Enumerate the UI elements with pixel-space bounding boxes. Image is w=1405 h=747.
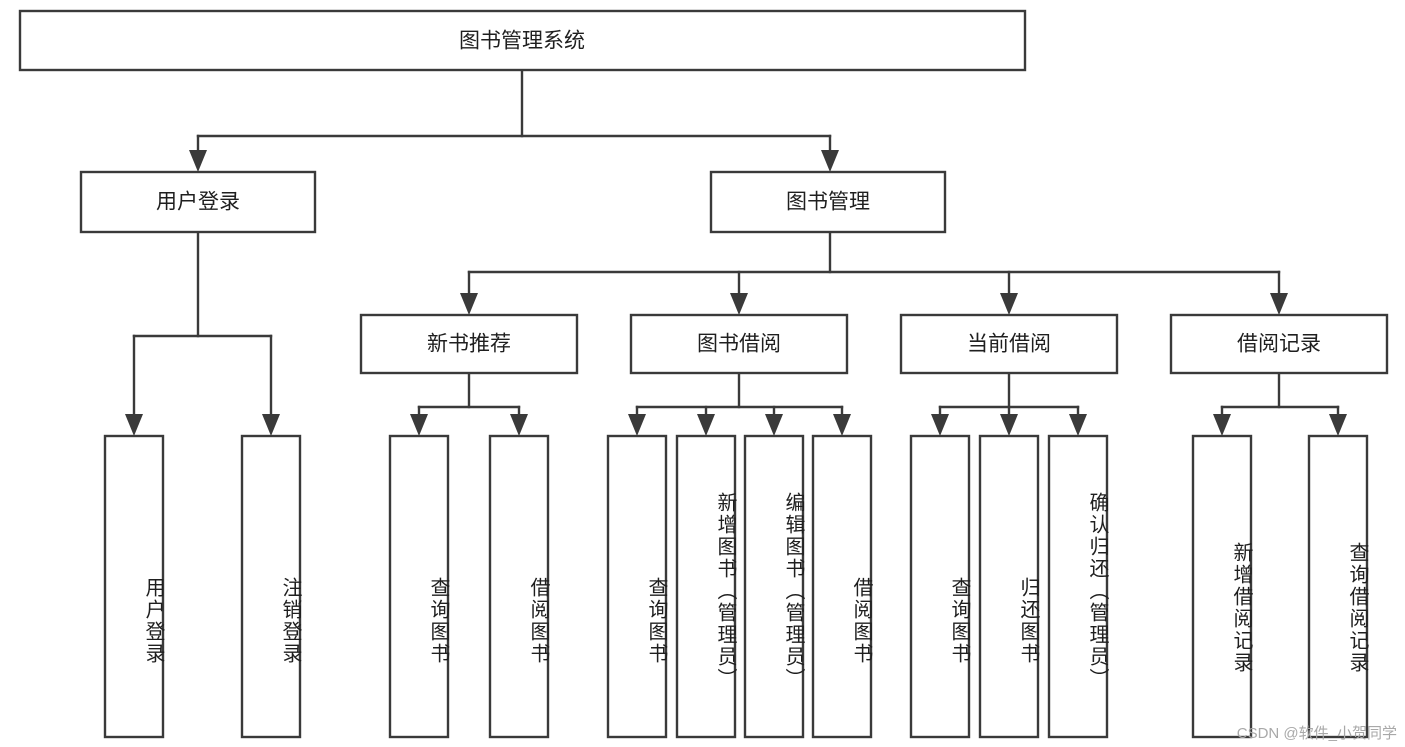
node-leaf-query-book-2[interactable]: [606, 434, 668, 739]
node-user-login-label: 用户登录: [156, 191, 240, 214]
node-book-manage-label: 图书管理: [786, 191, 870, 214]
arrowhead-leaf-add-record: [1213, 414, 1231, 436]
arrowhead-new-book-rec: [460, 293, 478, 315]
arrowhead-leaf-borrow-book-1: [510, 414, 528, 436]
arrowhead-leaf-edit-book: [765, 414, 783, 436]
node-leaf-return-book[interactable]: [978, 434, 1040, 739]
node-current-borrow[interactable]: [899, 313, 1119, 375]
node-user-login[interactable]: [79, 170, 317, 234]
arrowhead-book-manage: [821, 150, 839, 172]
node-leaf-query-record[interactable]: [1307, 434, 1369, 739]
node-leaf-edit-book[interactable]: [743, 434, 805, 739]
arrowhead-current-borrow: [1000, 293, 1018, 315]
arrowhead-leaf-query-book-3: [931, 414, 949, 436]
node-leaf-confirm-return[interactable]: [1047, 434, 1109, 739]
arrowhead-leaf-query-book-2: [628, 414, 646, 436]
node-root[interactable]: [18, 9, 1027, 72]
arrowhead-leaf-query-book-1: [410, 414, 428, 436]
node-root-label: 图书管理系统: [459, 30, 585, 53]
arrowhead-layer: [125, 150, 1347, 436]
arrowhead-leaf-add-book: [697, 414, 715, 436]
node-new-book-rec-label: 新书推荐: [427, 333, 511, 356]
arrowhead-leaf-user-login: [125, 414, 143, 436]
arrowhead-user-login: [189, 150, 207, 172]
node-leaf-add-record[interactable]: [1191, 434, 1253, 739]
node-leaf-borrow-book-1[interactable]: [488, 434, 550, 739]
node-borrow-record[interactable]: [1169, 313, 1389, 375]
arrowhead-leaf-confirm-return: [1069, 414, 1087, 436]
csdn-watermark: CSDN @软件_小贺同学: [1236, 725, 1397, 742]
arrowhead-leaf-query-record: [1329, 414, 1347, 436]
arrowhead-leaf-borrow-book-2: [833, 414, 851, 436]
node-book-manage[interactable]: [709, 170, 947, 234]
arrowhead-book-borrow: [730, 293, 748, 315]
arrowhead-leaf-logout: [262, 414, 280, 436]
arrowhead-borrow-record: [1270, 293, 1288, 315]
node-leaf-logout[interactable]: [240, 434, 302, 739]
node-book-borrow[interactable]: [629, 313, 849, 375]
node-new-book-rec[interactable]: [359, 313, 579, 375]
node-leaf-user-login[interactable]: [103, 434, 165, 739]
node-borrow-record-label: 借阅记录: [1237, 333, 1321, 356]
arrowhead-leaf-return-book: [1000, 414, 1018, 436]
node-layer: 图书管理系统 用户登录 图书管理 新书推荐 图书借阅 当前借阅 借阅记录: [18, 9, 1389, 739]
node-current-borrow-label: 当前借阅: [967, 333, 1051, 356]
node-leaf-query-book-3[interactable]: [909, 434, 971, 739]
node-leaf-borrow-book-2[interactable]: [811, 434, 873, 739]
node-leaf-add-book[interactable]: [675, 434, 737, 739]
node-book-borrow-label: 图书借阅: [697, 333, 781, 356]
node-leaf-query-book-1[interactable]: [388, 434, 450, 739]
